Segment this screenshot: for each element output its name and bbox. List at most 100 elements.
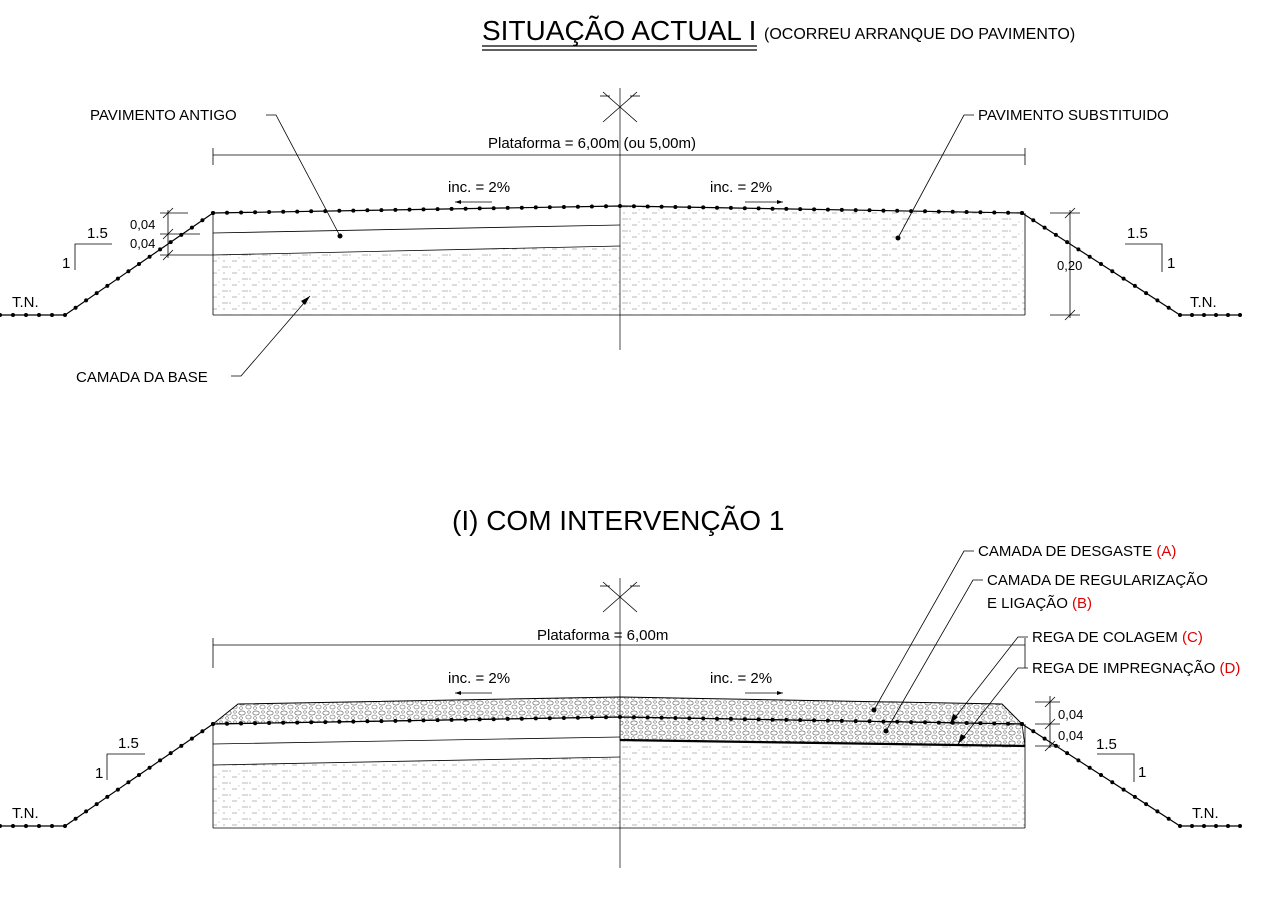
line-marker-dot [449,206,454,211]
line-marker-dot [923,209,927,214]
line-marker-dot [701,716,706,721]
line-marker-dot [964,721,969,725]
line-marker-dot [309,209,314,214]
line-marker-dot [756,206,761,211]
prime-coat-line [619,738,1026,748]
line-marker-dot [407,207,412,212]
embankment-v-left-2: 1 [95,765,103,782]
line-marker-dot [365,208,370,213]
line-marker-dot [281,720,286,725]
line-marker-dot [1076,247,1081,252]
line-marker-dot [728,205,733,210]
line-marker-dot [449,717,454,722]
old-pavement-label: PAVIMENTO ANTIGO [90,107,237,124]
line-marker-dot [295,209,300,214]
line-marker-dot [393,718,398,723]
line-marker-dot [659,715,664,720]
line-marker-dot [742,206,747,211]
line-marker-dot [158,247,163,252]
line-marker-dot [618,715,622,719]
line-marker-dot [147,765,152,770]
base-layer-fill [213,246,620,315]
line-marker-dot [1132,283,1137,288]
line-marker-dot [477,206,482,211]
line-marker-dot [63,824,67,828]
line-marker-dot [673,716,678,720]
line-marker-dot [867,208,872,213]
line-marker-dot [1087,765,1092,770]
line-marker-dot [1190,313,1194,317]
line-marker-dot [950,209,955,214]
line-marker-dot [337,208,342,213]
line-marker-dot [798,718,803,723]
platform-label: Plataforma = 6,00m (ou 5,00m) [488,135,696,152]
line-marker-dot [519,716,524,721]
line-marker-dot [477,717,482,722]
line-marker-dot [24,313,28,317]
section-2: (I) COM INTERVENÇÃO 1 Plataforma = 6,00m… [0,505,1242,868]
line-marker-dot [168,240,173,245]
line-marker-dot [978,721,983,726]
right-embankment-dots [1020,211,1242,317]
svg-text:E LIGAÇÃO (B): E LIGAÇÃO (B) [987,595,1092,612]
ground-right-label: T.N. [1190,294,1217,311]
section-1: SITUAÇÃO ACTUAL I (OCORREU ARRANQUE DO P… [0,15,1242,386]
line-marker-dot [337,719,342,724]
line-marker-dot [137,262,141,266]
slope-right-label: inc. = 2% [710,179,772,196]
tack-coat-dots [211,715,1024,726]
line-marker-dot [1087,254,1092,259]
line-marker-dot [687,716,692,721]
old-pavement-line-1 [212,224,621,234]
line-marker-dot [1214,824,1218,828]
line-marker-dot [1076,758,1081,763]
svg-text:REGA DE IMPREGNAÇÃO (D): REGA DE IMPREGNAÇÃO (D) [1032,660,1240,677]
slope-right-label-2: inc. = 2% [710,670,772,687]
line-marker-dot [964,210,969,214]
line-marker-dot [1144,802,1149,807]
line-marker-dot [158,758,163,763]
line-marker-dot [435,718,440,723]
line-marker-dot [895,208,900,213]
ground-left-label: T.N. [12,294,39,311]
line-marker-dot [505,716,510,721]
embankment-h-left: 1.5 [87,225,108,242]
line-marker-dot [11,313,15,317]
line-marker-dot [1031,729,1036,734]
line-marker-dot [105,794,110,799]
line-marker-dot [1042,736,1047,741]
line-marker-dot [94,802,99,807]
line-marker-dot [798,207,803,212]
line-marker-dot [1020,211,1024,215]
line-marker-dot [1042,225,1047,230]
line-marker-dot [309,720,314,725]
line-marker-dot [73,816,78,821]
line-marker-dot [673,205,678,209]
line-marker-dot [463,717,468,722]
slope-left-label-2: inc. = 2% [448,670,510,687]
dim-top-label: 0,04 [130,217,155,232]
svg-text:CAMADA DE REGULARIZAÇÃO: CAMADA DE REGULARIZAÇÃO [987,572,1208,589]
line-marker-dot [589,204,594,209]
line-marker-dot [73,305,78,310]
line-marker-dot [742,717,747,722]
line-marker-dot [281,209,286,214]
line-marker-dot [812,718,817,723]
line-marker-dot [1110,269,1115,274]
line-marker-dot [126,780,131,785]
line-marker-dot [1238,824,1242,828]
section-1-title: SITUAÇÃO ACTUAL I [482,15,756,46]
line-marker-dot [715,716,719,721]
line-marker-dot [645,204,650,209]
line-marker-dot [239,721,244,726]
line-marker-dot [1006,721,1011,726]
line-marker-dot [1099,773,1103,777]
line-marker-dot [115,787,120,792]
embankment-v-left: 1 [62,255,70,272]
line-marker-dot [323,720,328,725]
line-marker-dot [936,720,941,725]
line-marker-dot [1121,276,1126,281]
line-marker-dot [0,824,2,828]
old-pavement-leader [266,114,341,237]
